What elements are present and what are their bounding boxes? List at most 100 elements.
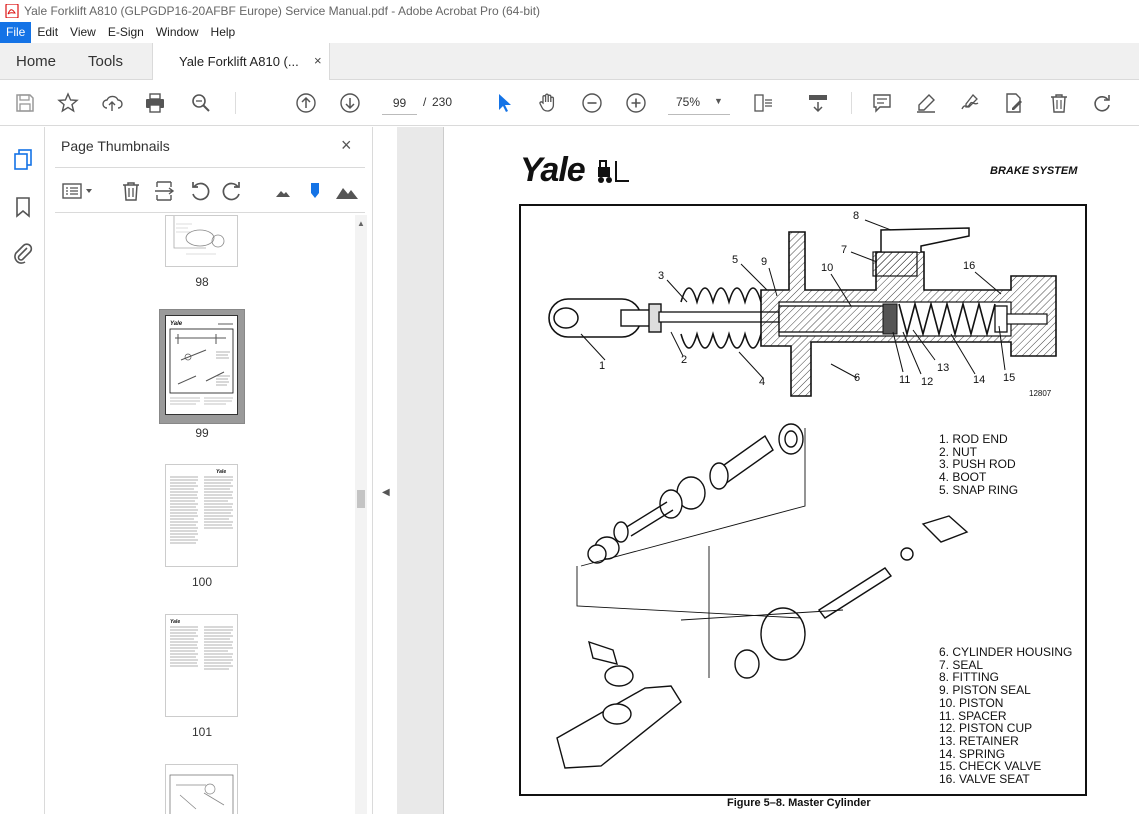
left-rail xyxy=(0,127,45,814)
tab-close-button[interactable]: × xyxy=(314,53,322,68)
scroll-up-icon[interactable]: ▲ xyxy=(357,219,365,228)
comment-icon[interactable] xyxy=(870,91,894,115)
legend-item: 1. ROD END xyxy=(939,432,1008,446)
page-display-icon[interactable] xyxy=(752,91,776,115)
callout-2: 2 xyxy=(681,354,688,366)
thumbnail-page-100[interactable]: Yale xyxy=(165,464,238,567)
delete-icon[interactable] xyxy=(1047,91,1071,115)
upload-icon[interactable] xyxy=(100,91,124,115)
zoom-in-icon[interactable] xyxy=(624,91,648,115)
delete-page-icon[interactable] xyxy=(119,179,143,203)
callout-1: 1 xyxy=(599,360,606,372)
find-icon[interactable] xyxy=(189,91,213,115)
thumbnail-page-98[interactable] xyxy=(165,215,238,267)
callout-12: 12 xyxy=(921,376,934,388)
scroll-mode-icon[interactable] xyxy=(806,91,830,115)
zoom-out-icon[interactable] xyxy=(580,91,604,115)
legend-item: 8. FITTING xyxy=(939,670,999,685)
rotate-right-icon[interactable] xyxy=(221,179,245,203)
thumbnail-size-slider-icon[interactable] xyxy=(303,179,327,203)
bookmark-icon[interactable] xyxy=(11,195,35,219)
legend-item: 6. CYLINDER HOUSING xyxy=(939,645,1073,659)
menu-view[interactable]: View xyxy=(70,25,96,39)
thumbnail-image: Yale xyxy=(170,469,233,544)
panel-close-button[interactable]: × xyxy=(341,135,352,155)
small-thumbnails-icon[interactable] xyxy=(271,179,295,203)
document-viewport[interactable]: Yale BRAKE SYSTEM xyxy=(397,127,1139,814)
forklift-logo-icon xyxy=(598,160,629,183)
large-thumbnails-icon[interactable] xyxy=(335,179,359,203)
save-icon[interactable] xyxy=(13,91,37,115)
thumbnail-list[interactable]: 98 Yale 99 Yale xyxy=(55,215,355,814)
callout-16: 16 xyxy=(963,260,976,272)
panel-title: Page Thumbnails xyxy=(61,138,170,154)
callout-11: 11 xyxy=(899,374,911,386)
chevron-down-icon: ▼ xyxy=(714,96,723,106)
svg-text:Yale: Yale xyxy=(216,469,226,475)
sign-icon[interactable] xyxy=(958,91,982,115)
thumbnail-image: Yale xyxy=(166,316,237,414)
page-thumbnails-icon[interactable] xyxy=(11,147,35,171)
page-separator: / xyxy=(423,95,427,109)
menu-bar: File Edit View E-Sign Window Help xyxy=(0,22,1139,43)
attachment-icon[interactable] xyxy=(11,241,35,265)
tab-tools[interactable]: Tools xyxy=(88,53,124,70)
thumbnail-page-101[interactable]: Yale xyxy=(165,614,238,717)
legend-item: 14. SPRING xyxy=(939,746,1006,761)
callout-13: 13 xyxy=(937,362,950,374)
callout-3: 3 xyxy=(658,270,665,282)
callout-10: 10 xyxy=(821,262,834,274)
legend-item: 13. RETAINER xyxy=(939,733,1019,748)
legend-item: 2. NUT xyxy=(939,444,978,459)
next-page-icon[interactable] xyxy=(338,91,362,115)
window-title: Yale Forklift A810 (GLPGDP16-20AFBF Euro… xyxy=(24,4,541,18)
legend-item: 11. SPACER xyxy=(939,708,1007,723)
page-number-input[interactable] xyxy=(382,91,417,115)
zoom-select[interactable]: 75% ▼ xyxy=(668,91,730,115)
print-icon[interactable] xyxy=(143,91,167,115)
edit-icon[interactable] xyxy=(1002,91,1026,115)
pdf-page: Yale BRAKE SYSTEM xyxy=(443,127,1139,814)
section-heading: BRAKE SYSTEM xyxy=(990,165,1078,177)
options-menu-icon[interactable] xyxy=(61,179,95,203)
callout-8: 8 xyxy=(853,210,860,222)
main-toolbar: / 230 75% ▼ xyxy=(0,80,1139,126)
extract-page-icon[interactable] xyxy=(153,179,177,203)
tab-home[interactable]: Home xyxy=(16,53,57,70)
star-icon[interactable] xyxy=(56,91,80,115)
svg-text:Yale: Yale xyxy=(170,321,183,327)
select-cursor-icon[interactable] xyxy=(493,91,517,115)
rotate-left-icon[interactable] xyxy=(187,179,211,203)
thumbnail-page-99[interactable]: Yale xyxy=(165,315,238,415)
thumbnail-image xyxy=(169,774,234,814)
legend-top: 1. ROD END 2. NUT 3. PUSH ROD 4. BOOT 5.… xyxy=(939,433,1018,497)
menu-esign[interactable]: E-Sign xyxy=(107,25,144,39)
thumbnail-page-102[interactable] xyxy=(165,764,238,814)
svg-text:Yale: Yale xyxy=(170,619,180,625)
toolbar-divider xyxy=(851,92,852,114)
prev-page-icon[interactable] xyxy=(294,91,318,115)
panel-collapse-handle[interactable]: ◀ xyxy=(373,127,397,814)
callout-9: 9 xyxy=(761,256,768,268)
menu-edit[interactable]: Edit xyxy=(37,25,59,39)
legend-bottom: 6. CYLINDER HOUSING 7. SEAL 8. FITTING 9… xyxy=(939,646,1072,786)
thumbnail-scrollbar[interactable]: ▲ xyxy=(355,215,367,814)
collapse-arrow-icon: ◀ xyxy=(382,487,390,498)
legend-item: 15. CHECK VALVE xyxy=(939,759,1042,774)
scrollbar-thumb[interactable] xyxy=(357,490,365,508)
highlight-icon[interactable] xyxy=(914,91,938,115)
thumbnail-toolbar xyxy=(55,167,365,213)
tab-document[interactable]: Yale Forklift A810 (... × xyxy=(152,43,330,81)
menu-help[interactable]: Help xyxy=(210,25,236,39)
hand-icon[interactable] xyxy=(536,91,560,115)
legend-item: 4. BOOT xyxy=(939,470,987,485)
menu-file[interactable]: File xyxy=(0,22,32,43)
menu-window[interactable]: Window xyxy=(155,25,199,39)
thumbnails-panel: Page Thumbnails × xyxy=(45,127,373,814)
rotate-icon[interactable] xyxy=(1090,91,1114,115)
figure-caption: Figure 5–8. Master Cylinder xyxy=(727,797,871,809)
page-total: 230 xyxy=(432,95,453,109)
thumbnail-label: 100 xyxy=(191,575,213,589)
thumbnail-image: Yale xyxy=(170,619,233,670)
callout-15: 15 xyxy=(1003,372,1016,384)
